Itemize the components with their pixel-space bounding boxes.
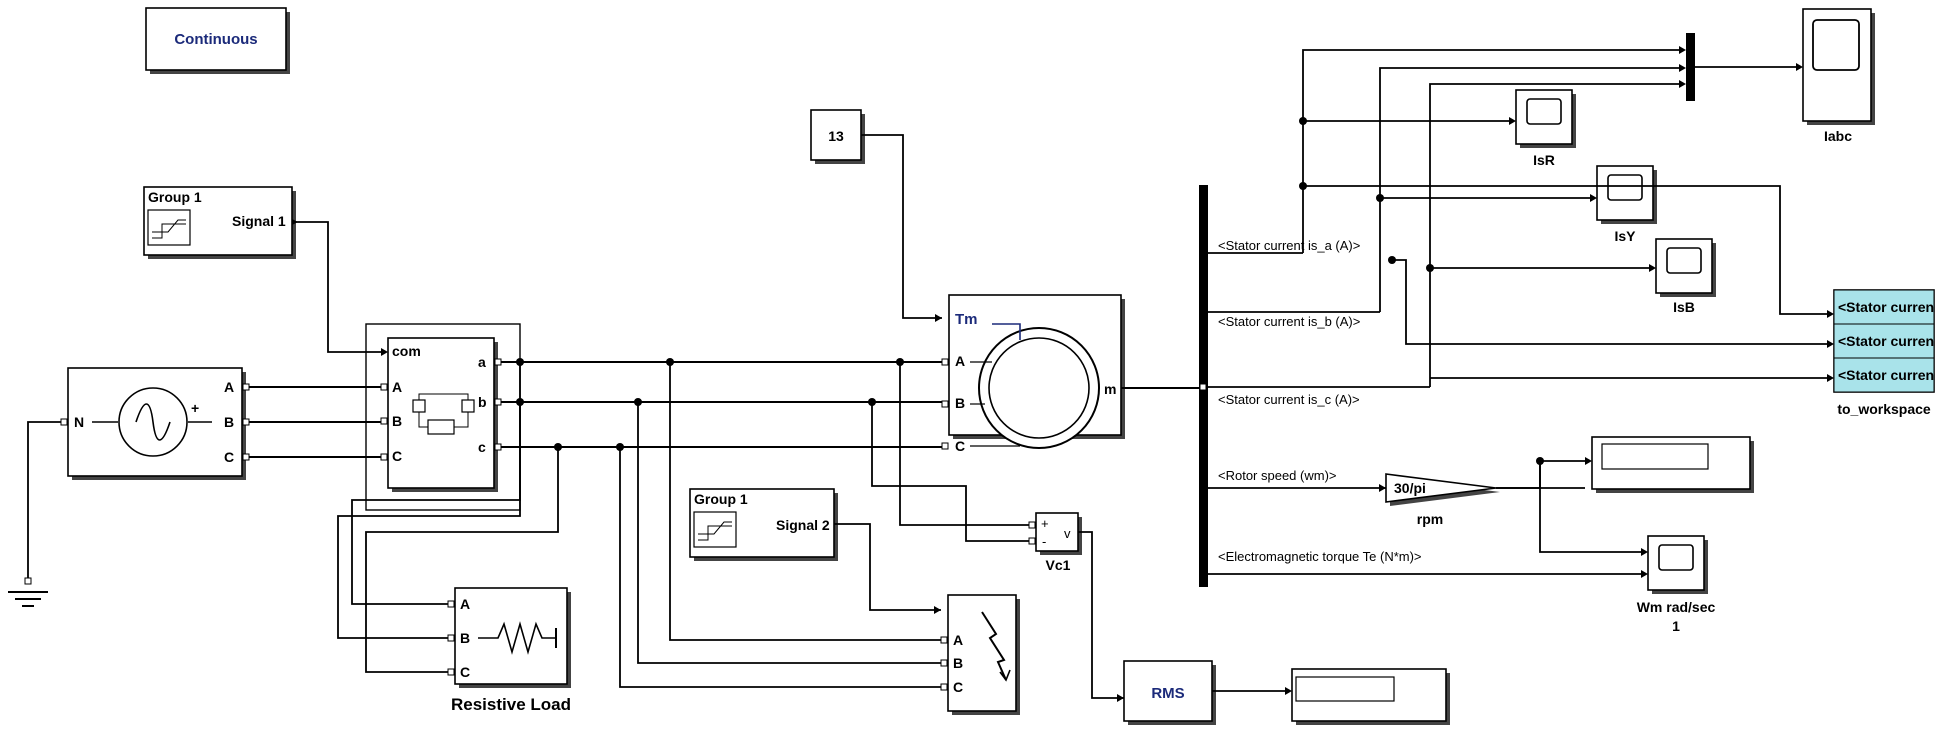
breaker-out-c: c bbox=[478, 439, 486, 455]
three-phase-source-block[interactable]: N A B C + bbox=[60, 367, 250, 480]
source-plus-sign: + bbox=[191, 400, 199, 416]
signal-builder-2-signal: Signal 2 bbox=[776, 517, 830, 533]
scope-screen-icon bbox=[1607, 174, 1643, 201]
signal-builder-icon bbox=[147, 209, 191, 246]
scope-screen-icon bbox=[1666, 247, 1702, 274]
breaker-in-b: B bbox=[392, 413, 402, 429]
breaker-com-label: com bbox=[392, 343, 421, 359]
fault-block[interactable]: A B C bbox=[940, 594, 1020, 715]
bus-signal-isa: <Stator current is_a (A)> bbox=[1218, 238, 1360, 253]
source-port-a: A bbox=[224, 379, 234, 395]
voltmeter-label: Vc1 bbox=[1046, 557, 1071, 573]
source-port-b: B bbox=[224, 414, 234, 430]
scope-screen-icon bbox=[1526, 98, 1562, 125]
induction-machine-block[interactable]: Tm A B C m bbox=[941, 294, 1125, 454]
powergui-block[interactable]: Continuous bbox=[145, 7, 290, 74]
source-port-c: C bbox=[224, 449, 234, 465]
breaker-in-a: A bbox=[392, 379, 402, 395]
scope-wm-label: Wm rad/sec bbox=[1637, 599, 1716, 615]
load-port-c: C bbox=[460, 664, 470, 680]
rpm-display-block[interactable] bbox=[1591, 436, 1754, 493]
signal-builder-2-block[interactable]: Group 1 Signal 2 bbox=[689, 488, 838, 561]
scope-isy-label: IsY bbox=[1614, 228, 1636, 244]
scope-isr-label: IsR bbox=[1533, 152, 1555, 168]
signal-builder-1-group: Group 1 bbox=[148, 189, 202, 205]
resistor-icon bbox=[478, 621, 557, 655]
source-neutral-label: N bbox=[74, 414, 84, 430]
fault-port-b: B bbox=[953, 655, 963, 671]
breaker-block[interactable]: com A B C a b c bbox=[365, 323, 521, 511]
signal-builder-icon bbox=[693, 511, 737, 548]
machine-port-b: B bbox=[955, 395, 965, 411]
rms-label: RMS bbox=[1151, 685, 1184, 702]
signal-builder-1-block[interactable]: Group 1 Signal 1 bbox=[143, 186, 298, 259]
scope-iabc-label: Iabc bbox=[1824, 128, 1852, 144]
load-port-b: B bbox=[460, 630, 470, 646]
to-workspace-entry-2: <Stator curren bbox=[1838, 333, 1934, 349]
machine-m-label: m bbox=[1104, 381, 1116, 397]
to-workspace-entry-3: <Stator curren bbox=[1838, 367, 1934, 383]
bus-signal-isb: <Stator current is_b (A)> bbox=[1218, 314, 1360, 329]
ground-icon bbox=[8, 577, 48, 607]
scope-isr[interactable]: IsR bbox=[1515, 89, 1576, 168]
voltmeter-minus: - bbox=[1042, 534, 1046, 549]
voltmeter-plus: + bbox=[1041, 516, 1049, 531]
fault-port-a: A bbox=[953, 632, 963, 648]
scope-screen-icon bbox=[1812, 19, 1860, 71]
display-window bbox=[1601, 443, 1709, 470]
scope-wm-label-2: 1 bbox=[1672, 618, 1680, 634]
machine-port-a: A bbox=[955, 353, 965, 369]
breaker-out-a: a bbox=[478, 354, 486, 370]
machine-tm-label: Tm bbox=[955, 311, 978, 328]
scope-isb[interactable]: IsB bbox=[1655, 238, 1716, 315]
voltmeter-v: v bbox=[1064, 526, 1071, 541]
breaker-out-b: b bbox=[478, 394, 487, 410]
signal-builder-2-group: Group 1 bbox=[694, 491, 748, 507]
to-workspace-block[interactable]: <Stator curren <Stator curren <Stator cu… bbox=[1833, 289, 1935, 417]
scope-wm[interactable]: Wm rad/sec 1 bbox=[1637, 535, 1716, 634]
bus-signal-torque: <Electromagnetic torque Te (N*m)> bbox=[1218, 549, 1422, 564]
display-window bbox=[1295, 676, 1395, 702]
gain-label: rpm bbox=[1417, 511, 1443, 527]
constant-value: 13 bbox=[828, 128, 844, 144]
scope-iabc[interactable]: Iabc bbox=[1802, 8, 1875, 144]
machine-rotor-icon bbox=[970, 323, 1100, 449]
to-workspace-entry-1: <Stator curren bbox=[1838, 299, 1934, 315]
load-label: Resistive Load bbox=[451, 695, 571, 714]
powergui-label: Continuous bbox=[174, 31, 257, 48]
mux-bar[interactable] bbox=[1686, 33, 1695, 101]
machine-port-c: C bbox=[955, 438, 965, 454]
gain-block[interactable]: 30/pi rpm bbox=[1385, 473, 1500, 527]
bus-signal-rotor-speed: <Rotor speed (wm)> bbox=[1218, 468, 1337, 483]
ac-source-icon: + bbox=[92, 387, 212, 457]
breaker-in-c: C bbox=[392, 448, 402, 464]
lightning-icon bbox=[981, 611, 1011, 682]
signal-builder-1-signal: Signal 1 bbox=[232, 213, 286, 229]
bus-signal-isc: <Stator current is_c (A)> bbox=[1218, 392, 1360, 407]
resistive-load-block[interactable]: A B C Resistive Load bbox=[447, 587, 571, 714]
voltmeter-block[interactable]: + - v Vc1 bbox=[1028, 512, 1082, 573]
rms-display-block[interactable] bbox=[1291, 668, 1450, 725]
fault-port-c: C bbox=[953, 679, 963, 695]
scope-isb-label: IsB bbox=[1673, 299, 1695, 315]
to-workspace-label: to_workspace bbox=[1837, 401, 1931, 417]
constant-block[interactable]: 13 bbox=[810, 109, 865, 164]
wires bbox=[27, 46, 1834, 702]
scope-isy[interactable]: IsY bbox=[1596, 165, 1657, 244]
breaker-subsystem-icon bbox=[412, 393, 475, 435]
scope-screen-icon bbox=[1658, 544, 1694, 571]
load-port-a: A bbox=[460, 596, 470, 612]
gain-value: 30/pi bbox=[1394, 480, 1426, 496]
rms-block[interactable]: RMS bbox=[1123, 660, 1216, 725]
